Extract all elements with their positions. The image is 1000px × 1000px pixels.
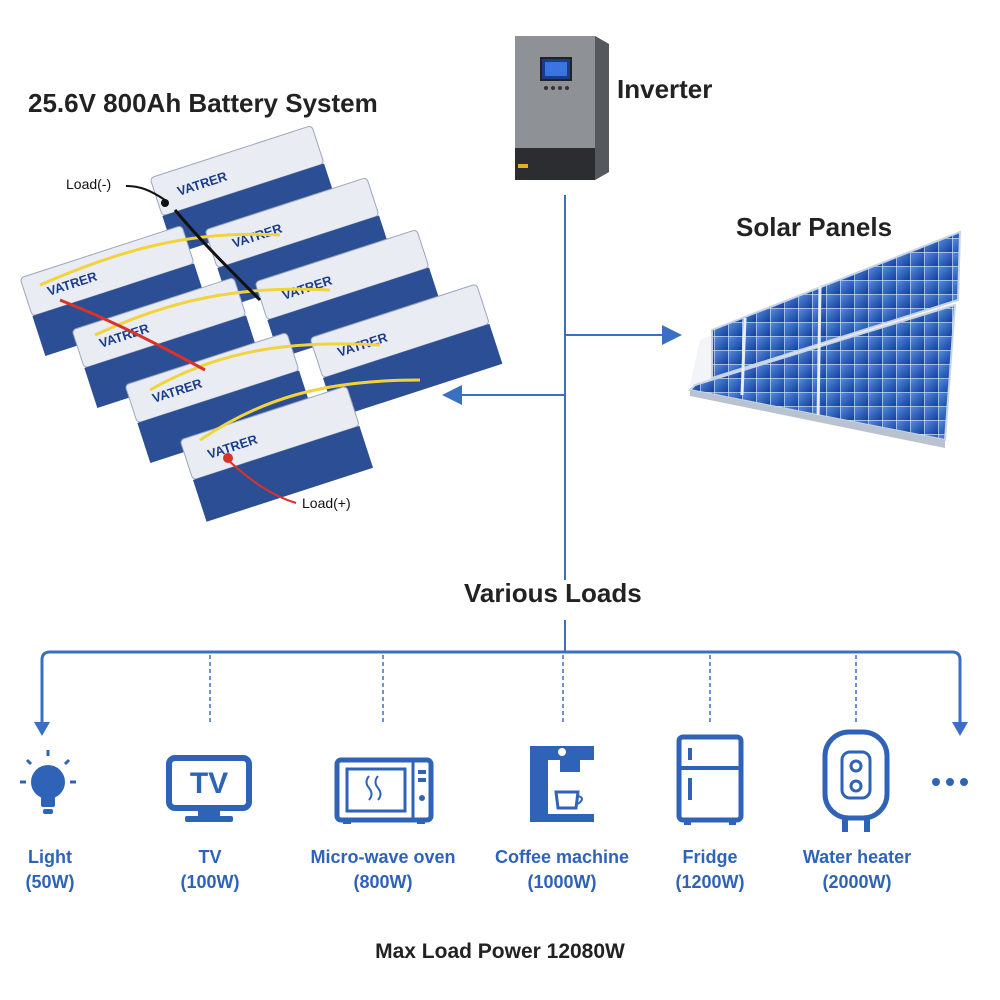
load-power: (100W) <box>180 872 240 892</box>
load-minus-label: Load(-) <box>66 176 112 192</box>
load-name: Water heater <box>802 847 912 867</box>
load-name: TV <box>198 847 222 867</box>
tv-icon-text: TV <box>190 767 228 800</box>
load-power: (1000W) <box>527 872 597 892</box>
load-tv: TV (100W) <box>120 845 300 895</box>
load-name: Light <box>28 847 72 867</box>
load-coffee-machine: Coffee machine (1000W) <box>472 845 652 895</box>
battery-bank-image: VATRER VATRER VATRER VATRER VATRER VATRE… <box>20 126 503 522</box>
load-power: (1200W) <box>675 872 745 892</box>
load-fridge: Fridge (1200W) <box>620 845 800 895</box>
more-loads-icon <box>932 778 968 786</box>
microwave-icon <box>334 757 434 824</box>
load-power: (50W) <box>25 872 75 892</box>
coffee-machine-icon <box>530 746 594 822</box>
water-heater-icon <box>822 729 890 832</box>
connection-lines <box>34 195 968 736</box>
load-name: Micro-wave oven <box>310 847 456 867</box>
solar-panels-label: Solar Panels <box>736 212 893 242</box>
max-load-power: Max Load Power 12080W <box>375 940 625 963</box>
inverter-image <box>515 36 609 180</box>
load-light: Light (50W) <box>0 845 140 895</box>
fridge-icon <box>676 734 744 825</box>
load-name: Coffee machine <box>494 847 630 867</box>
inverter-label: Inverter <box>617 74 713 104</box>
load-power: (2000W) <box>822 872 892 892</box>
load-microwave: Micro-wave oven (800W) <box>293 845 473 895</box>
tv-icon: TV <box>166 755 252 822</box>
load-water-heater: Water heater (2000W) <box>767 845 947 895</box>
load-name: Fridge <box>682 847 738 867</box>
solar-panels-image <box>687 230 962 448</box>
load-power: (800W) <box>353 872 413 892</box>
battery-system-title: 25.6V 800Ah Battery System <box>28 88 378 118</box>
load-plus-label: Load(+) <box>302 495 351 511</box>
various-loads-label: Various Loads <box>464 578 642 608</box>
light-bulb-icon <box>20 750 76 814</box>
